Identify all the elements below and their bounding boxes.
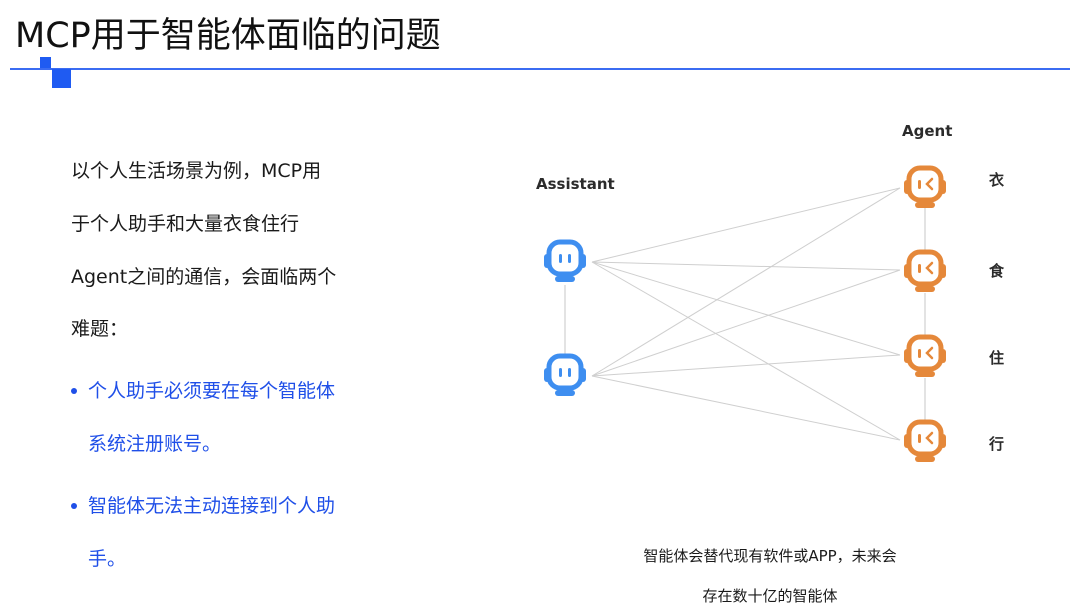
- intro-line: 难题：: [71, 318, 129, 340]
- category-label-housing: 住: [989, 349, 1005, 367]
- intro-line: Agent之间的通信，会面临两个: [71, 266, 337, 288]
- category-label-travel: 行: [989, 435, 1005, 453]
- problem-1-line: 系统注册账号。: [88, 433, 222, 455]
- problem-2-line: 手。: [88, 548, 127, 570]
- assistant-robot-icon: [544, 353, 586, 396]
- title-divider: [10, 68, 1070, 70]
- agent-robot-icon: [904, 165, 946, 208]
- agent-robot-icon: [904, 419, 946, 462]
- problem-2-line: 智能体无法主动连接到个人助: [88, 495, 336, 517]
- agent-robot-icon: [904, 334, 946, 377]
- decor-square-large: [52, 69, 71, 88]
- caption-line-1: 智能体会替代现有软件或APP，未来会: [643, 547, 897, 565]
- bullet-dot: [71, 503, 77, 509]
- page-title: MCP用于智能体面临的问题: [15, 16, 441, 56]
- agent-robot-icon: [904, 249, 946, 292]
- agent-label: Agent: [902, 122, 953, 140]
- assistant-robot-icon: [544, 239, 586, 282]
- assistant-agent-diagram: Assistant Agent 衣 食 住 行: [510, 110, 1050, 500]
- decor-square-small: [40, 57, 51, 68]
- intro-line: 于个人助手和大量衣食住行: [71, 213, 300, 235]
- intro-line: 以个人生活场景为例，MCP用: [71, 160, 322, 182]
- caption-line-2: 存在数十亿的智能体: [702, 587, 838, 605]
- connection-lines: [544, 165, 946, 462]
- problem-1-line: 个人助手必须要在每个智能体: [88, 380, 336, 402]
- assistant-label: Assistant: [536, 175, 615, 193]
- bullet-dot: [71, 388, 77, 394]
- category-label-food: 食: [989, 262, 1005, 280]
- category-label-clothing: 衣: [989, 171, 1005, 189]
